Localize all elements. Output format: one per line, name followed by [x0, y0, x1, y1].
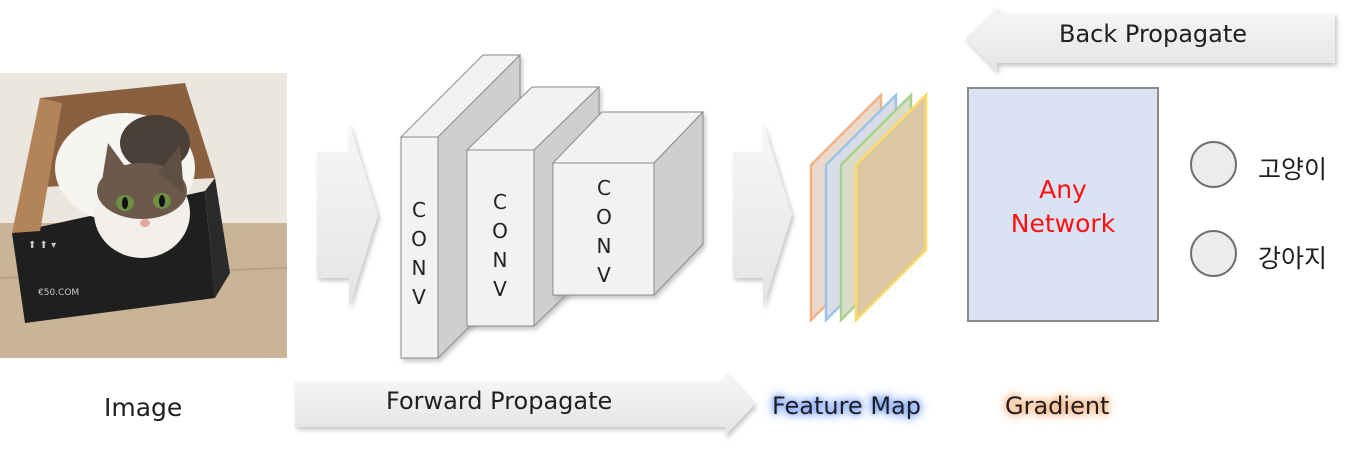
svg-text:⬆ ⬆ ▾: ⬆ ⬆ ▾	[28, 240, 56, 251]
conv-letter: O	[492, 219, 508, 243]
conv-letter: V	[412, 285, 426, 309]
cat-image: €50.COM ⬆ ⬆ ▾	[0, 73, 287, 358]
cat-in-box-illustration: €50.COM ⬆ ⬆ ▾	[0, 73, 287, 358]
flow-arrow-2	[733, 122, 792, 308]
any-network-box: Any Network	[967, 87, 1159, 322]
conv-letter: N	[411, 256, 427, 280]
conv-letter: C	[493, 190, 507, 214]
conv-letter: N	[596, 234, 612, 258]
conv-letter: N	[492, 248, 508, 272]
conv-label-2: C O N V	[486, 188, 514, 304]
conv-label-1: C O N V	[405, 196, 433, 312]
conv-letter: C	[412, 198, 426, 222]
class-output-circle-cat	[1190, 141, 1237, 188]
conv-block-3	[551, 110, 705, 297]
feature-map-stack	[809, 91, 928, 324]
class-label-dog: 강아지	[1258, 244, 1328, 273]
gradient-label: Gradient	[1005, 392, 1110, 420]
back-propagate-arrow	[965, 6, 1335, 72]
network-text: Any Network	[1011, 173, 1115, 241]
feature-map-label: Feature Map	[772, 392, 921, 420]
conv-letter: C	[597, 176, 611, 200]
class-label-cat: 고양이	[1258, 155, 1328, 184]
image-label: Image	[104, 393, 183, 422]
forward-propagate-label: Forward Propagate	[386, 387, 613, 415]
network-line-2: Network	[1010, 209, 1116, 238]
conv-letter: V	[597, 263, 611, 287]
conv-label-3: C O N V	[590, 174, 618, 290]
conv-letter: O	[411, 227, 427, 251]
flow-arrow-1	[317, 122, 378, 308]
class-output-circle-dog	[1190, 230, 1237, 277]
conv-letter: O	[596, 205, 612, 229]
network-line-1: Any	[1039, 175, 1087, 204]
svg-text:€50.COM: €50.COM	[38, 288, 79, 298]
forward-propagate-arrow	[295, 372, 755, 436]
back-propagate-label: Back Propagate	[1059, 20, 1248, 48]
conv-letter: V	[493, 277, 507, 301]
